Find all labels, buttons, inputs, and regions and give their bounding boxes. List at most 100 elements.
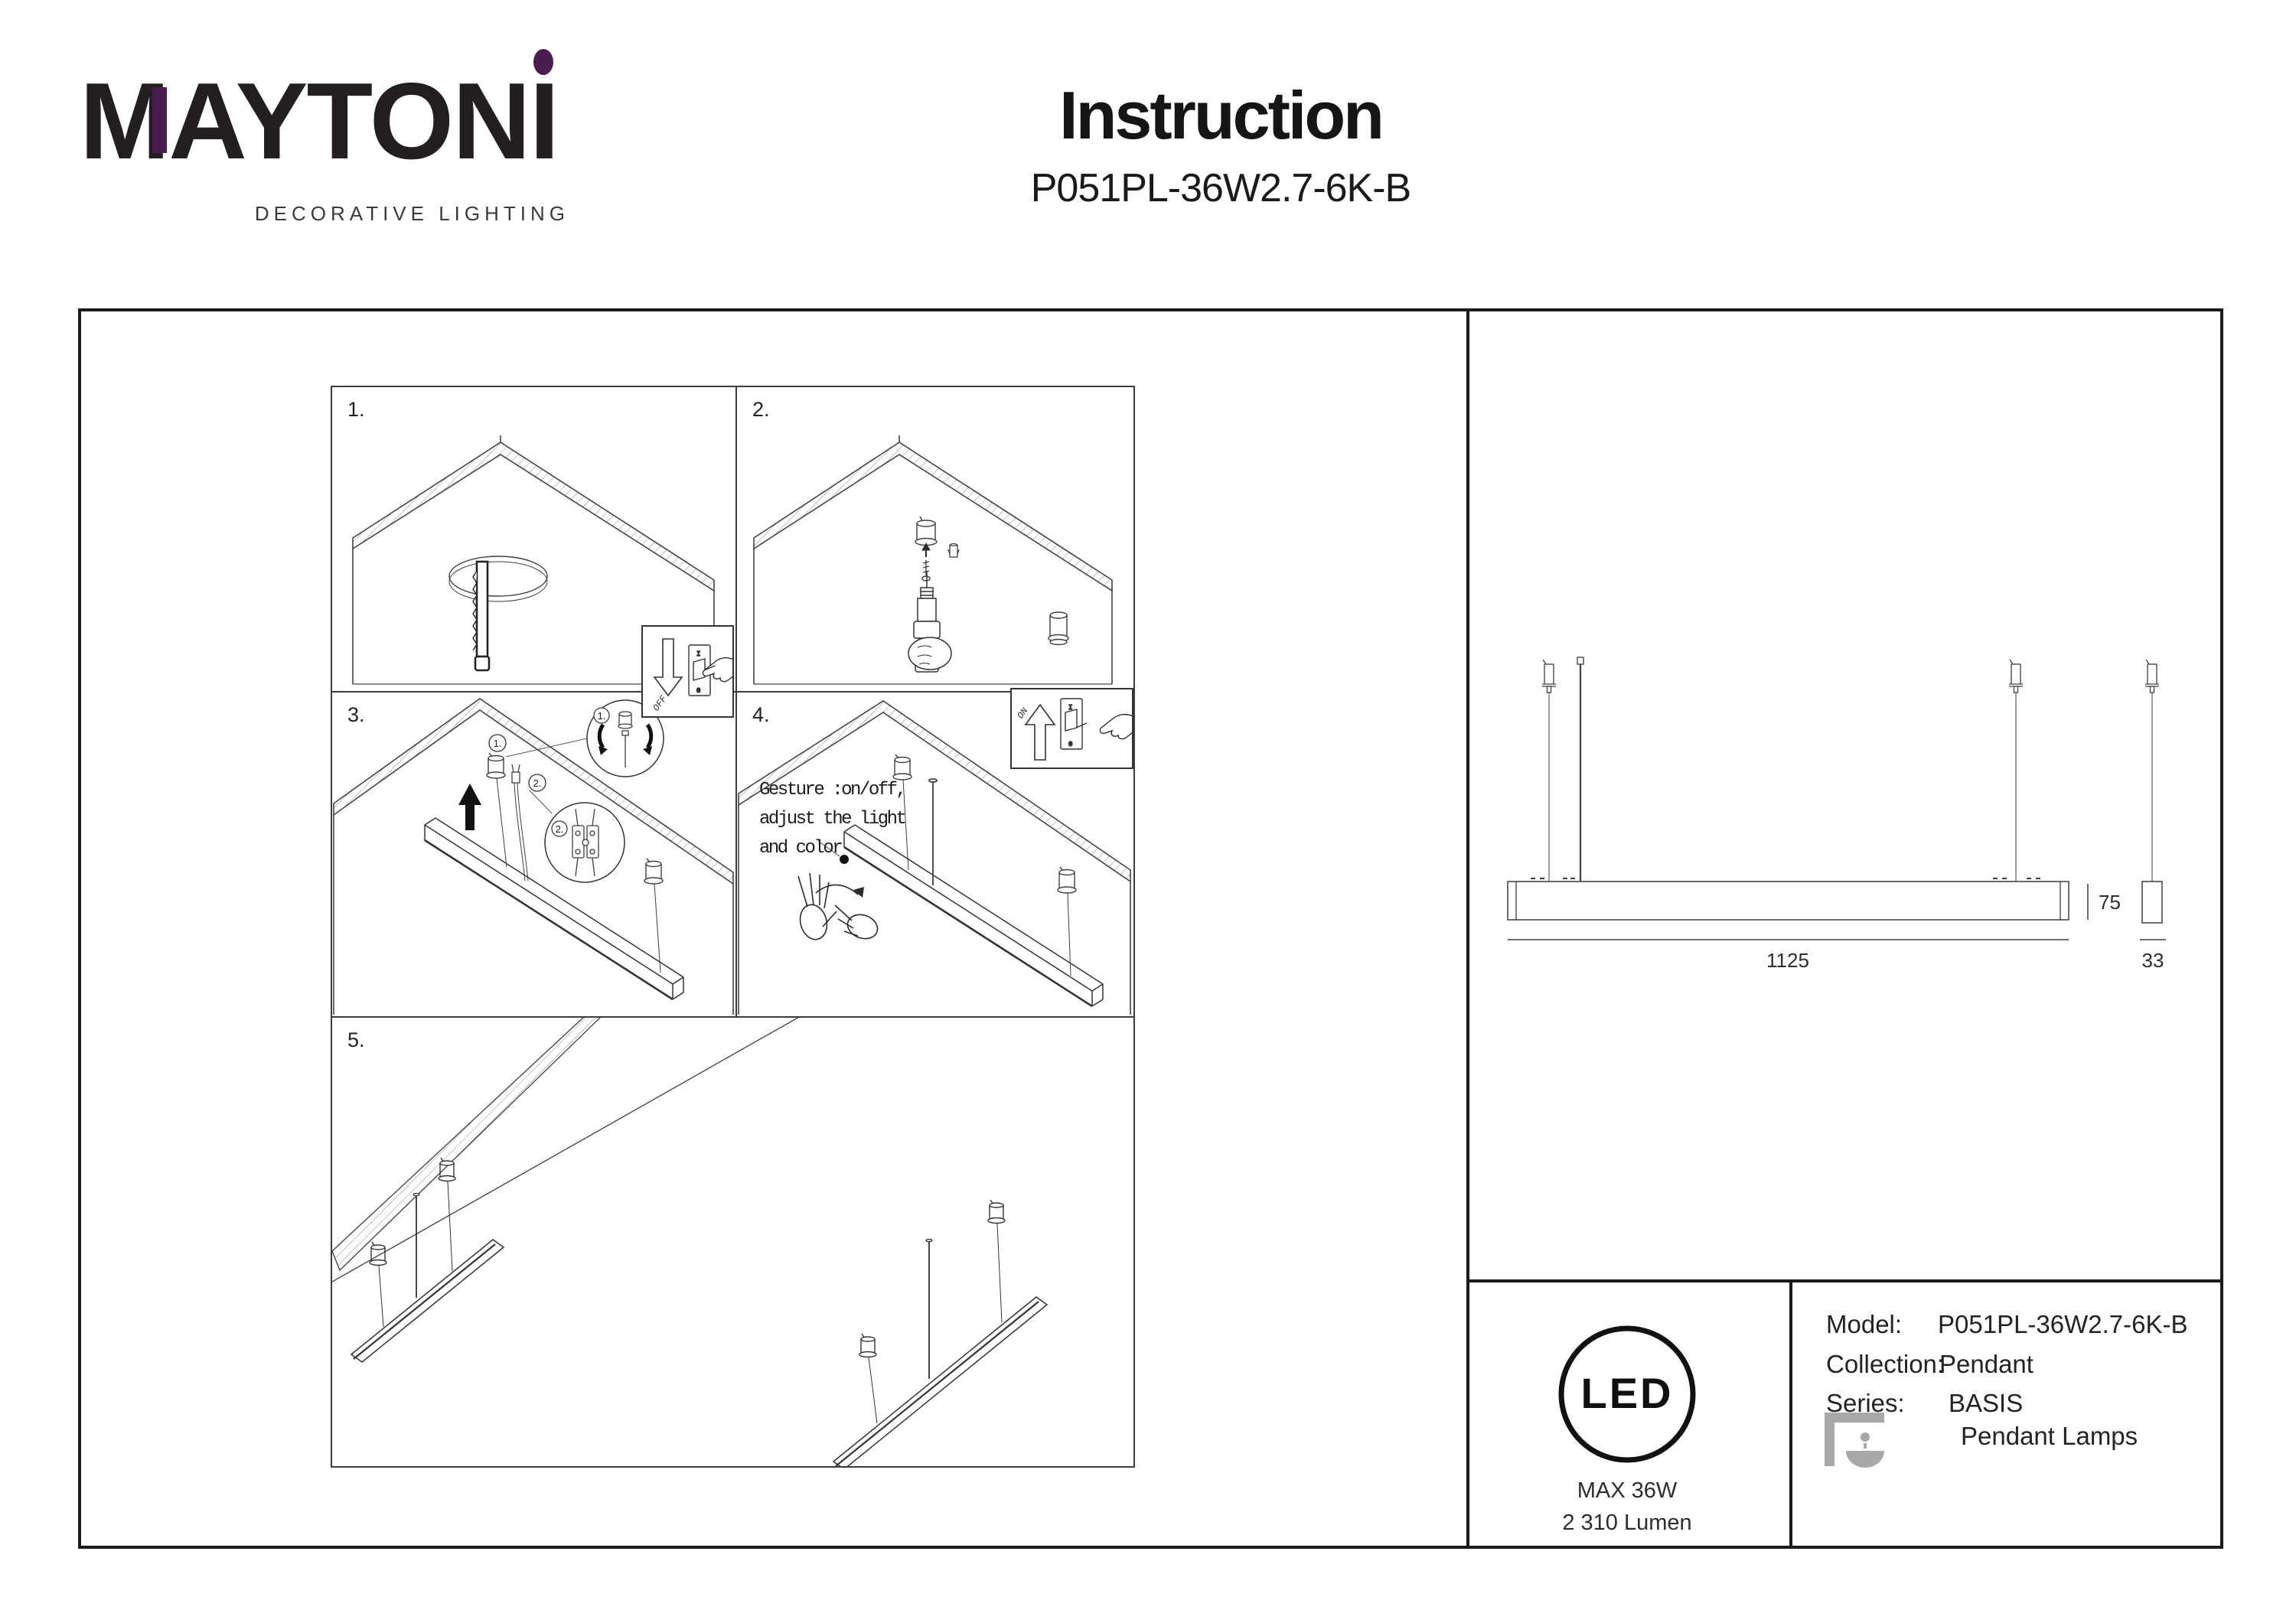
lumen-output: 2 310 Lumen — [1562, 1511, 1692, 1535]
step3-number: 3. — [347, 703, 365, 726]
switch-on-inset: ON I 0 — [1010, 688, 1133, 769]
saw-icon — [472, 560, 491, 672]
cutout-hole — [448, 556, 548, 602]
height-dimension: 75 — [2087, 884, 2121, 920]
svg-text:I: I — [696, 650, 700, 658]
model-label: Model: — [1826, 1310, 1903, 1338]
switch-off-drawing: OFF I 0 — [651, 638, 732, 713]
svg-text:0: 0 — [1068, 741, 1072, 748]
svg-text:Gesture :on/off,: Gesture :on/off, — [759, 780, 905, 800]
svg-text:2.: 2. — [556, 823, 564, 835]
ceiling-isometric — [352, 435, 715, 685]
step5-drawing — [332, 1018, 1049, 1466]
pendant-lamp-right — [832, 1199, 1049, 1466]
gesture-note: Gesture :on/off, adjust the light and co… — [759, 780, 907, 864]
step2-number: 2. — [752, 398, 770, 421]
width-dimension: 33 — [2140, 939, 2166, 972]
page-title: Instruction — [1059, 77, 1384, 153]
pendant-lamp-icon — [1825, 1413, 1884, 1468]
down-arrow-icon — [653, 638, 683, 697]
sensor-dot — [840, 855, 849, 864]
hand-icon — [702, 657, 732, 683]
svg-text:adjust the light: adjust the light — [759, 809, 905, 829]
ceiling-isometric — [753, 435, 1113, 685]
ceiling-isometric — [738, 700, 1131, 1015]
svg-text:1.: 1. — [598, 710, 606, 722]
series-value: BASIS — [1949, 1389, 2024, 1417]
svg-text:75: 75 — [2099, 891, 2121, 914]
switch-icon: I 0 — [1060, 698, 1083, 750]
callout2-detail: 2. — [544, 802, 625, 883]
collection-label: Collection: — [1826, 1350, 1945, 1378]
side-view — [2141, 659, 2163, 924]
canopy-right-icon — [644, 858, 664, 973]
dimension-drawing: 75 1125 33 — [1507, 657, 2166, 972]
logo-letter-m: M — [80, 67, 170, 176]
svg-text:2.: 2. — [533, 777, 542, 789]
ceiling-edge — [332, 1018, 799, 1282]
step2-drawing — [753, 435, 1113, 685]
canopy-right-icon — [1057, 866, 1077, 976]
pendant-lamp-left — [350, 1157, 505, 1363]
front-view — [1507, 657, 2069, 921]
svg-text:I: I — [1068, 704, 1072, 712]
step4-number: 4. — [752, 703, 770, 726]
drill-icon — [908, 571, 952, 673]
svg-text:33: 33 — [2142, 949, 2164, 972]
gesture-arrowhead — [853, 887, 864, 898]
step2-panel: 2. — [735, 386, 1135, 693]
logo-mid-text: AYTON — [168, 60, 530, 182]
power-rod — [928, 778, 938, 885]
up-arrow-small — [921, 542, 931, 557]
svg-text:0: 0 — [696, 687, 700, 695]
step3-panel: 3. — [331, 691, 737, 1018]
model-subtitle: P051PL-36W2.7-6K-B — [1030, 166, 1412, 210]
up-arrow-bold — [458, 784, 481, 830]
hand-icon — [1075, 713, 1132, 740]
table-divider — [1789, 1279, 1792, 1546]
collection-value: Pendant — [1939, 1350, 2033, 1378]
logo-i-text: I — [529, 60, 559, 182]
title-block: Instruction P051PL-36W2.7-6K-B — [865, 77, 1577, 211]
wire-connector-icon — [511, 764, 529, 882]
off-label: OFF — [651, 693, 669, 713]
svg-text:1.: 1. — [494, 738, 502, 749]
right-horizontal-divider — [1466, 1279, 2220, 1282]
logo-purple-dot — [533, 49, 554, 75]
wall-anchor-icon — [947, 543, 960, 558]
ceiling-isometric — [333, 698, 734, 1015]
callout2-ref: 2. — [528, 774, 553, 814]
lamp-bar — [843, 824, 1104, 1008]
svg-text:and color: and color — [759, 838, 842, 859]
switch-icon: I 0 — [688, 644, 711, 696]
canopy-left-icon — [892, 754, 912, 871]
led-badge-text: LED — [1580, 1369, 1674, 1417]
callout1-ref: 1. — [488, 734, 588, 758]
logo-letter-i: I — [530, 49, 559, 176]
switch-on-drawing: ON I 0 — [1015, 698, 1132, 761]
max-wattage: MAX 36W — [1577, 1478, 1678, 1503]
step5-number: 5. — [347, 1028, 365, 1051]
logo-purple-stem — [152, 87, 168, 153]
category-value: Pendant Lamps — [1961, 1422, 2138, 1450]
lamp-bar — [424, 817, 684, 1001]
step4-drawing: Gesture :on/off, adjust the light and co… — [738, 700, 1131, 1015]
canopy-left-icon — [486, 752, 507, 868]
canopy-right-icon — [1048, 611, 1069, 646]
content-frame — [78, 308, 2223, 1549]
step1-panel: 1. — [331, 386, 737, 693]
step5-panel: 5. — [331, 1016, 1135, 1468]
length-dimension: 1125 — [1508, 939, 2069, 972]
callout1-detail: 1. — [586, 699, 664, 777]
screw-icon — [921, 560, 931, 582]
model-value: P051PL-36W2.7-6K-B — [1938, 1310, 2188, 1338]
step1-drawing — [352, 435, 715, 685]
step1-number: 1. — [347, 398, 365, 421]
step3-drawing: 1. 2. — [333, 698, 734, 1015]
canopy-center-icon — [915, 516, 938, 546]
series-label: Series: — [1826, 1389, 1905, 1417]
svg-text:1125: 1125 — [1766, 949, 1809, 972]
led-badge-icon — [1558, 1325, 1696, 1463]
